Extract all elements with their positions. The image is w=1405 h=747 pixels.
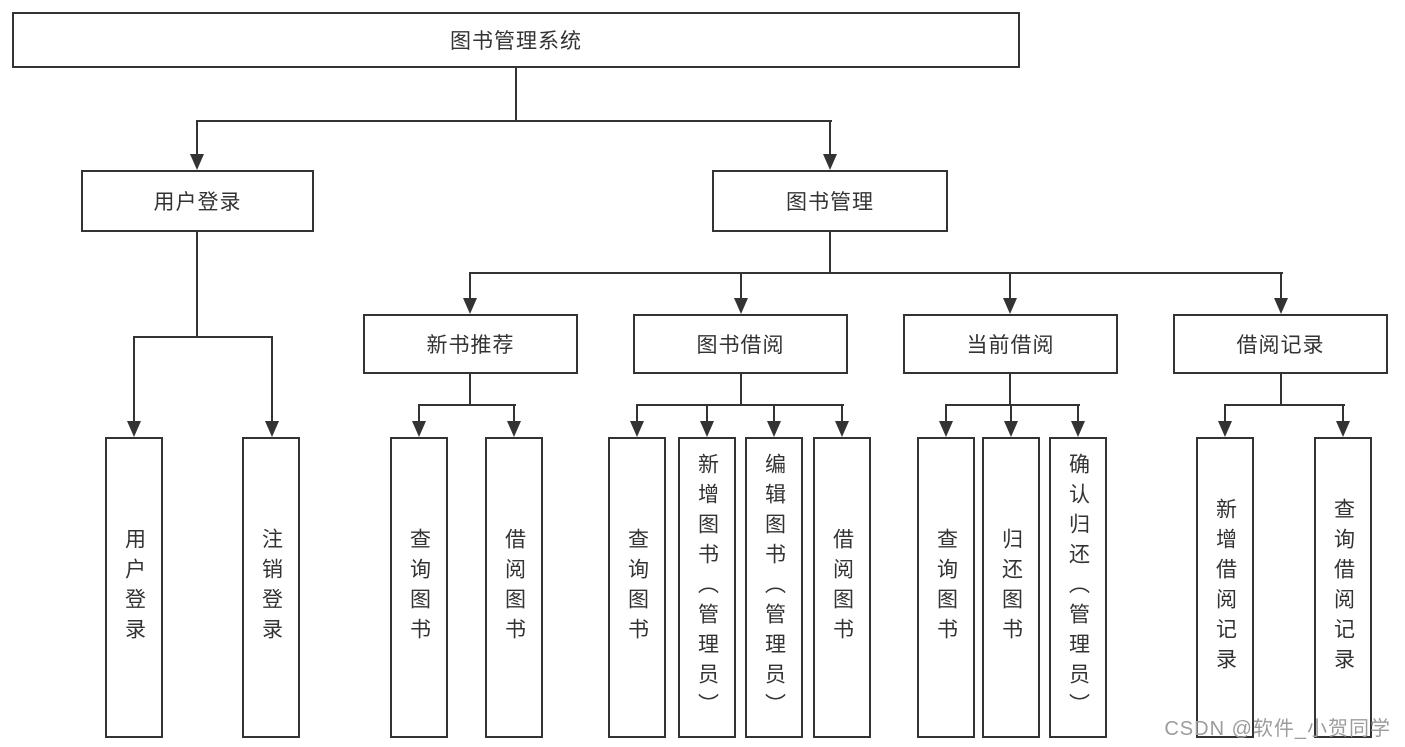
connector-drop-leaf <box>133 336 135 423</box>
connector-drop-user-login <box>196 120 198 156</box>
leaf-label: 查询借阅记录 <box>1331 497 1355 678</box>
connector-drop-leaf <box>1010 404 1012 424</box>
connector-book-borrow-stem <box>740 374 742 406</box>
node-library-management-system: 图书管理系统 <box>12 12 1020 68</box>
leaf-record-add: 新增借阅记录 <box>1196 437 1254 738</box>
connector-drop-leaf <box>636 404 638 424</box>
connector-book-mgmt-stem <box>829 232 831 274</box>
leaf-user-login: 用户登录 <box>105 437 163 738</box>
connector-user-login-branch <box>133 336 273 338</box>
node-user-login: 用户登录 <box>81 170 314 232</box>
arrowhead-down-icon <box>127 421 141 437</box>
connector-drop-leaf <box>945 404 947 424</box>
connector-drop-module <box>469 272 471 300</box>
leaf-label: 编辑图书（管理员） <box>762 452 786 723</box>
connector-borrow-record-branch <box>1224 404 1345 406</box>
leaf-label: 借阅图书 <box>502 527 526 648</box>
leaf-current-query: 查询图书 <box>917 437 975 738</box>
node-new-book-recommend: 新书推荐 <box>363 314 578 374</box>
node-borrow-records: 借阅记录 <box>1173 314 1388 374</box>
arrowhead-down-icon <box>463 298 477 314</box>
connector-drop-book-mgmt <box>829 120 831 156</box>
connector-root-stem <box>515 68 517 122</box>
leaf-label: 归还图书 <box>999 527 1023 648</box>
leaf-label: 查询图书 <box>625 527 649 648</box>
leaf-label: 新增图书（管理员） <box>695 452 719 723</box>
connector-drop-module <box>1280 272 1282 300</box>
arrowhead-down-icon <box>412 421 426 437</box>
leaf-label: 查询图书 <box>934 527 958 648</box>
arrowhead-down-icon <box>700 421 714 437</box>
leaf-label: 用户登录 <box>122 527 146 648</box>
leaf-label: 借阅图书 <box>830 527 854 648</box>
connector-borrow-record-stem <box>1280 374 1282 406</box>
arrowhead-down-icon <box>1071 421 1085 437</box>
connector-drop-leaf <box>773 404 775 424</box>
node-book-borrow: 图书借阅 <box>633 314 848 374</box>
leaf-label: 查询图书 <box>407 527 431 648</box>
connector-drop-leaf <box>1077 404 1079 424</box>
connector-drop-leaf <box>271 336 273 423</box>
leaf-newbook-borrow: 借阅图书 <box>485 437 543 738</box>
arrowhead-down-icon <box>265 421 279 437</box>
connector-drop-leaf <box>418 404 420 424</box>
leaf-label: 确认归还（管理员） <box>1066 452 1090 723</box>
connector-drop-leaf <box>1342 404 1344 424</box>
leaf-borrow-query: 查询图书 <box>608 437 666 738</box>
connector-drop-leaf <box>513 404 515 424</box>
csdn-watermark: CSDN @软件_小贺同学 <box>1164 718 1391 740</box>
node-book-management: 图书管理 <box>712 170 948 232</box>
leaf-record-query: 查询借阅记录 <box>1314 437 1372 738</box>
connector-drop-module <box>1009 272 1011 300</box>
connector-current-borrow-branch <box>945 404 1080 406</box>
connector-book-borrow-branch <box>636 404 844 406</box>
connector-current-borrow-stem <box>1009 374 1011 406</box>
arrowhead-down-icon <box>1218 421 1232 437</box>
arrowhead-down-icon <box>835 421 849 437</box>
arrowhead-down-icon <box>1004 421 1018 437</box>
connector-level2-branch <box>196 120 832 122</box>
connector-user-login-stem <box>196 232 198 338</box>
connector-drop-leaf <box>1224 404 1226 424</box>
connector-new-book-stem <box>469 374 471 406</box>
arrowhead-down-icon <box>1336 421 1350 437</box>
leaf-newbook-query: 查询图书 <box>390 437 448 738</box>
arrowhead-down-icon <box>507 421 521 437</box>
arrowhead-down-icon <box>1274 298 1288 314</box>
leaf-label: 新增借阅记录 <box>1213 497 1237 678</box>
arrowhead-down-icon <box>939 421 953 437</box>
connector-level3-branch <box>469 272 1283 274</box>
leaf-current-confirm-admin: 确认归还（管理员） <box>1049 437 1107 738</box>
leaf-label: 注销登录 <box>259 527 283 648</box>
leaf-current-return: 归还图书 <box>982 437 1040 738</box>
arrowhead-down-icon <box>767 421 781 437</box>
leaf-borrow-edit-admin: 编辑图书（管理员） <box>745 437 803 738</box>
connector-drop-leaf <box>706 404 708 424</box>
arrowhead-down-icon <box>823 154 837 170</box>
connector-drop-leaf <box>841 404 843 424</box>
arrowhead-down-icon <box>630 421 644 437</box>
arrowhead-down-icon <box>734 298 748 314</box>
connector-drop-module <box>740 272 742 300</box>
leaf-borrow-borrow: 借阅图书 <box>813 437 871 738</box>
arrowhead-down-icon <box>1003 298 1017 314</box>
node-current-borrow: 当前借阅 <box>903 314 1118 374</box>
arrowhead-down-icon <box>190 154 204 170</box>
connector-new-book-branch <box>418 404 516 406</box>
leaf-logout: 注销登录 <box>242 437 300 738</box>
leaf-borrow-add-admin: 新增图书（管理员） <box>678 437 736 738</box>
